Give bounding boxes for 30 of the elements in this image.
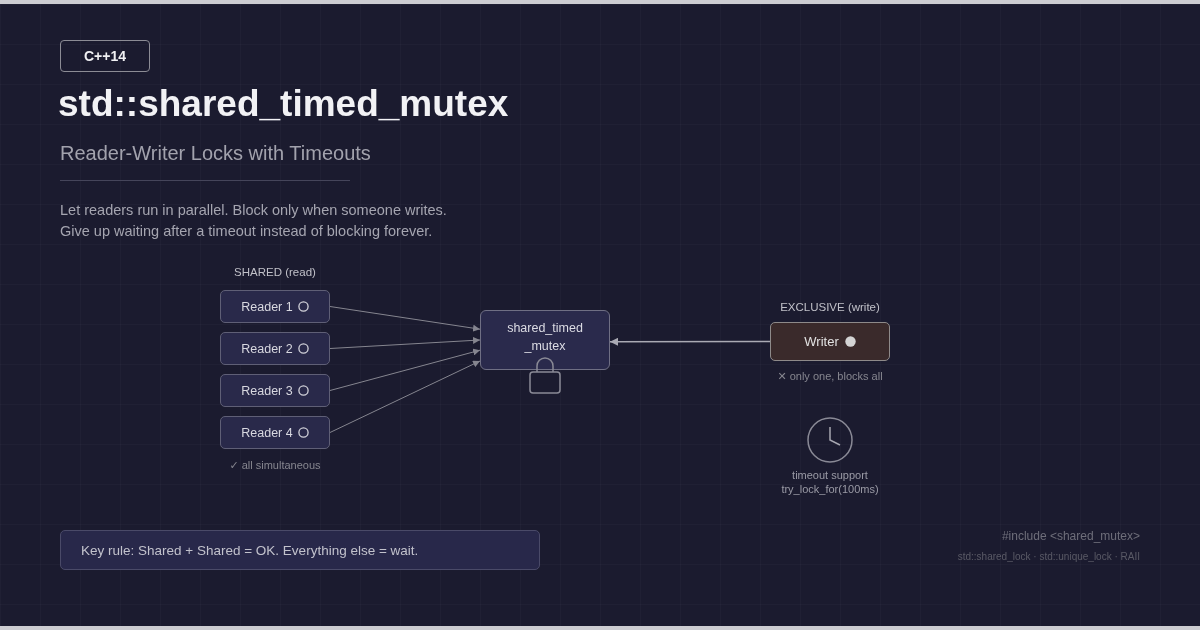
- reader-box: [220, 416, 330, 449]
- group-heading: SHARED (read): [234, 266, 316, 280]
- key-rule-panel: Key rule: Shared + Shared = OK. Everything else = wait.: [60, 530, 540, 570]
- reader-name: Reader 3: [241, 383, 293, 398]
- reader-name: Reader 4: [241, 425, 293, 440]
- reader-box: [220, 374, 330, 407]
- group-note: ✓ all simultaneous: [229, 459, 321, 473]
- node-note: ✕ only one, blocks all: [777, 370, 883, 384]
- footer-note: std::shared_lock · std::unique_lock · RAII: [957, 551, 1140, 563]
- mutex-box: shared_timed _mutex: [480, 310, 610, 370]
- reader-box: [220, 332, 330, 365]
- description-text: Give up waiting after a timeout instead of blocking forever.: [60, 223, 433, 241]
- footer-code: #include <shared_mutex>: [1001, 529, 1140, 544]
- icon-caption: timeout support: [792, 469, 868, 483]
- version-badge: C++14: [60, 40, 150, 72]
- description-text: Let readers run in parallel. Block only when someone writes.: [60, 202, 447, 220]
- arrow: [329, 306, 481, 332]
- group-heading: EXCLUSIVE (write): [780, 301, 880, 315]
- arrow: [329, 360, 481, 433]
- code-caption: try_lock_for(100ms): [781, 483, 879, 497]
- writer-name: Writer: [804, 334, 839, 349]
- title: std::shared_timed_mutex: [58, 84, 509, 124]
- subtitle: Reader-Writer Locks with Timeouts: [60, 141, 371, 165]
- writer-box: [770, 322, 890, 361]
- arrow: [329, 348, 481, 391]
- reader-name: Reader 2: [241, 341, 293, 356]
- arrow: [609, 337, 771, 346]
- reader-name: Reader 1: [241, 299, 293, 314]
- arrow: [329, 336, 481, 349]
- reader-box: [220, 290, 330, 323]
